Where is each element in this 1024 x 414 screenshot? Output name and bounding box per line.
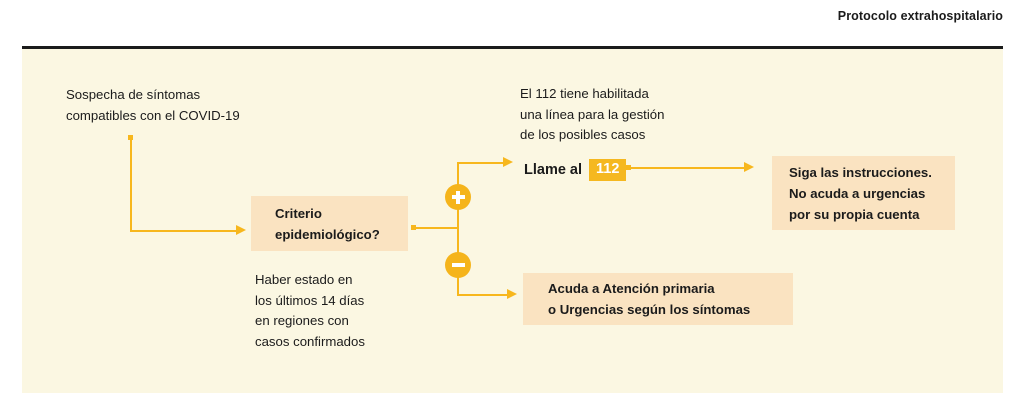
symptom-suspicion-text: Sospecha de síntomas compatibles con el …	[66, 87, 240, 123]
page-title: Protocolo extrahospitalario	[837, 9, 1003, 23]
connector-horizontal-to-call-112	[457, 162, 505, 164]
emergency-number-badge: 112	[589, 159, 627, 181]
arrowhead-to-instructions	[744, 162, 754, 172]
outcome-box-primary-care[interactable]: Acuda a Atención primaria o Urgencias se…	[523, 273, 793, 325]
connector-start-dot-criteria	[411, 225, 416, 230]
connector-horizontal-to-instructions	[628, 167, 746, 169]
plus-icon-vertical-bar	[456, 190, 460, 204]
plus-icon	[445, 184, 471, 210]
criteria-note-text: Haber estado en los últimos 14 días en r…	[255, 272, 365, 349]
diagram-panel: Sospecha de síntomas compatibles con el …	[22, 46, 1003, 393]
decision-box-epidemiological-criteria[interactable]: Criterio epidemiológico?	[251, 196, 408, 251]
minus-icon	[445, 252, 471, 278]
connector-horizontal-to-primary-care	[457, 294, 509, 296]
call-112-label[interactable]: Llame al 112	[524, 159, 627, 181]
emergency-line-note-text: El 112 tiene habilitada una línea para l…	[520, 86, 665, 142]
minus-icon-horizontal-bar	[451, 263, 465, 267]
arrowhead-to-primary-care	[507, 289, 517, 299]
connector-horizontal-symptoms-to-criteria	[130, 230, 238, 232]
arrowhead-to-criteria	[236, 225, 246, 235]
outcome-box-follow-instructions[interactable]: Siga las instrucciones. No acuda a urgen…	[772, 156, 955, 230]
arrowhead-to-call-112	[503, 157, 513, 167]
connector-vertical-symptoms-to-criteria	[130, 137, 132, 231]
connector-horizontal-criteria-to-branch	[414, 227, 458, 229]
call-112-prefix: Llame al	[524, 162, 583, 178]
